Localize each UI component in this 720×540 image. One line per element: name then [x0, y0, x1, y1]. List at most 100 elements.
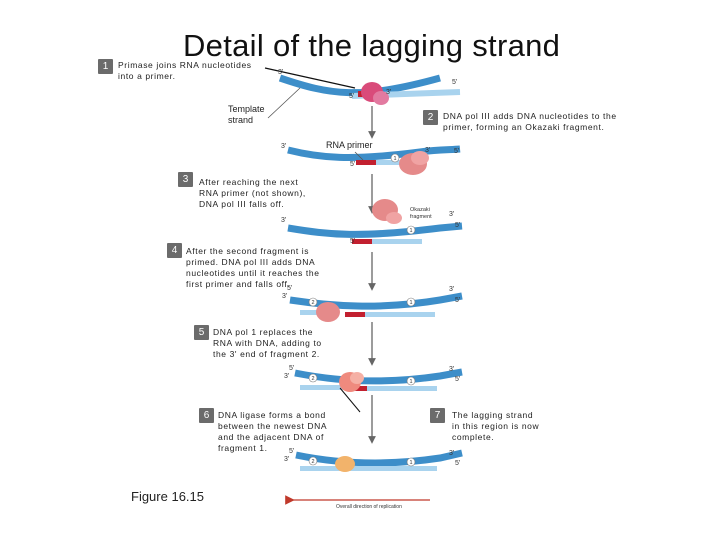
- template-strand-3: [287, 222, 463, 238]
- frag1-stage2: 1: [393, 156, 396, 162]
- frag2-stage4: 2: [311, 300, 314, 306]
- stage-6-strands: [295, 449, 463, 472]
- fragment-numbers: 1 1 2 1 2 1 2 1: [311, 156, 412, 466]
- okazaki-2-stage-6: [300, 466, 355, 471]
- frag1-stage4: 1: [409, 300, 412, 306]
- template-strand-upper: [278, 74, 441, 97]
- step-3-text: After reaching the next RNA primer (not …: [199, 177, 306, 210]
- stage1-5prime: 5': [452, 79, 457, 86]
- stage6-3prime-r: 3': [449, 450, 454, 457]
- fragment-2-badge-stage6: [308, 456, 318, 466]
- overall-direction-label: Overall direction of replication: [336, 504, 402, 510]
- step-5-line-3: the 3' end of fragment 2.: [213, 349, 320, 359]
- stage-3-strands: [287, 199, 463, 244]
- rna-primer-stage-3: [352, 239, 372, 244]
- fragment-1-badge-stage5: [406, 376, 416, 386]
- stage1-5prime-b: 5': [349, 93, 354, 100]
- stage-1-strands: [264, 67, 461, 119]
- step-2-line-1: DNA pol III adds DNA nucleotides to the: [443, 111, 617, 121]
- step-4-line-4: first primer and falls off.: [186, 279, 291, 289]
- frag2-stage5: 2: [311, 376, 314, 382]
- step-2-badge: 2: [423, 110, 438, 125]
- step-5-text: DNA pol 1 replaces the RNA with DNA, add…: [213, 327, 322, 360]
- frag1-stage3: 1: [409, 228, 412, 234]
- stage6-5prime: 5': [289, 448, 294, 455]
- step-2-line-2: primer, forming an Okazaki fragment.: [443, 122, 605, 132]
- okazaki-1-stage-4: [365, 312, 435, 317]
- frag2-stage6: 2: [311, 459, 314, 465]
- pol1-enzyme: [339, 372, 364, 392]
- step-7-line-3: complete.: [452, 432, 495, 442]
- pol3-enzyme-stage-3: [372, 199, 402, 224]
- figure-label: Figure 16.15: [131, 489, 204, 504]
- step-1-badge: 1: [98, 59, 113, 74]
- step-4-text: After the second fragment is primed. DNA…: [186, 246, 320, 290]
- okazaki-line-2: fragment: [410, 214, 432, 220]
- template-pointer: [267, 87, 301, 119]
- rna-primer-stage-5: [355, 386, 367, 391]
- template-strand-5: [294, 368, 463, 385]
- stage-2-strands: [287, 145, 461, 175]
- stage4-3prime-r: 3': [449, 286, 454, 293]
- template-strand-6: [295, 449, 463, 467]
- fragment-2-badge-stage4: [308, 297, 318, 307]
- step-7-badge: 7: [430, 408, 445, 423]
- step-7-line-2: in this region is now: [452, 421, 540, 431]
- step-7-text: The lagging strand in this region is now…: [452, 410, 539, 443]
- fragment-1-badge-stage2: [390, 153, 400, 163]
- stage3-3prime: 3': [281, 217, 286, 224]
- ligase-enzyme: [335, 456, 355, 472]
- pol3-enzyme-stage-2: [399, 151, 429, 175]
- step-2-text: DNA pol III adds DNA nucleotides to the …: [443, 111, 617, 133]
- template-strand-line-1: Template: [228, 104, 265, 114]
- rna-primer-label: RNA primer: [326, 140, 373, 150]
- step-5-badge: 5: [194, 325, 209, 340]
- step-6-line-2: between the newest DNA: [218, 421, 328, 431]
- stage3-5prime-b: 5': [350, 238, 355, 245]
- step-1-line-1: Primase joins RNA nucleotides: [118, 60, 252, 70]
- stage5-3prime: 3': [284, 373, 289, 380]
- stage5-5prime: 5': [289, 365, 294, 372]
- diagram-title: Detail of the lagging strand: [183, 28, 561, 63]
- stage-4-strands: [289, 292, 463, 322]
- primase-enzyme: [361, 82, 389, 105]
- stage4-5prime: 5': [287, 285, 292, 292]
- frag1-stage5: 1: [409, 379, 412, 385]
- step-4-line-2: primed. DNA pol III adds DNA: [186, 257, 316, 267]
- step-6-line-3: and the adjacent DNA of: [218, 432, 324, 442]
- step-3-line-2: RNA primer (not shown),: [199, 188, 306, 198]
- step-3-line-3: DNA pol III falls off.: [199, 199, 285, 209]
- fragment-1-badge-stage3: [406, 225, 416, 235]
- step-1-text: Primase joins RNA nucleotides into a pri…: [118, 60, 252, 82]
- okazaki-line-1: Okazaki: [410, 207, 430, 213]
- step-6-line-4: fragment 1.: [218, 443, 268, 453]
- prime-labels: 3' 5' 5' 3' 3' 5' 3' 5' 3' 3' 5' 5' 5' 3…: [278, 69, 460, 467]
- step-3-badge: 3: [178, 172, 193, 187]
- template-strand-line-2: strand: [228, 115, 254, 125]
- step-1-line-2: into a primer.: [118, 71, 176, 81]
- stage2-3prime-b: 3': [425, 147, 430, 154]
- stage2-5prime-b: 5': [350, 161, 355, 168]
- stage4-3prime: 3': [282, 293, 287, 300]
- template-strand-2: [287, 145, 461, 162]
- pol3-enzyme-stage-4: [316, 302, 340, 322]
- okazaki-1-stage-6: [355, 466, 437, 471]
- okazaki-1-stage-5: [367, 386, 437, 391]
- title-pointer: [264, 67, 356, 89]
- step-5-line-2: RNA with DNA, adding to: [213, 338, 322, 348]
- stage5-3prime-r: 3': [449, 366, 454, 373]
- stage6-5prime-r: 5': [455, 460, 460, 467]
- step-4-line-3: nucleotides until it reaches the: [186, 268, 320, 278]
- template-strand-4: [289, 292, 463, 310]
- okazaki-fragment-label: Okazaki fragment: [410, 207, 432, 221]
- okazaki-2-stage-5: [300, 385, 345, 390]
- stage2-3prime: 3': [281, 143, 286, 150]
- okazaki-new-3: [372, 239, 422, 244]
- stage6-3prime: 3': [284, 456, 289, 463]
- step-5-line-1: DNA pol 1 replaces the: [213, 327, 314, 337]
- frag1-stage6: 1: [409, 460, 412, 466]
- rna-primer-stage-2: [356, 160, 376, 165]
- fragment-1-badge-stage4: [406, 297, 416, 307]
- rna-primer-pointer: [354, 151, 364, 161]
